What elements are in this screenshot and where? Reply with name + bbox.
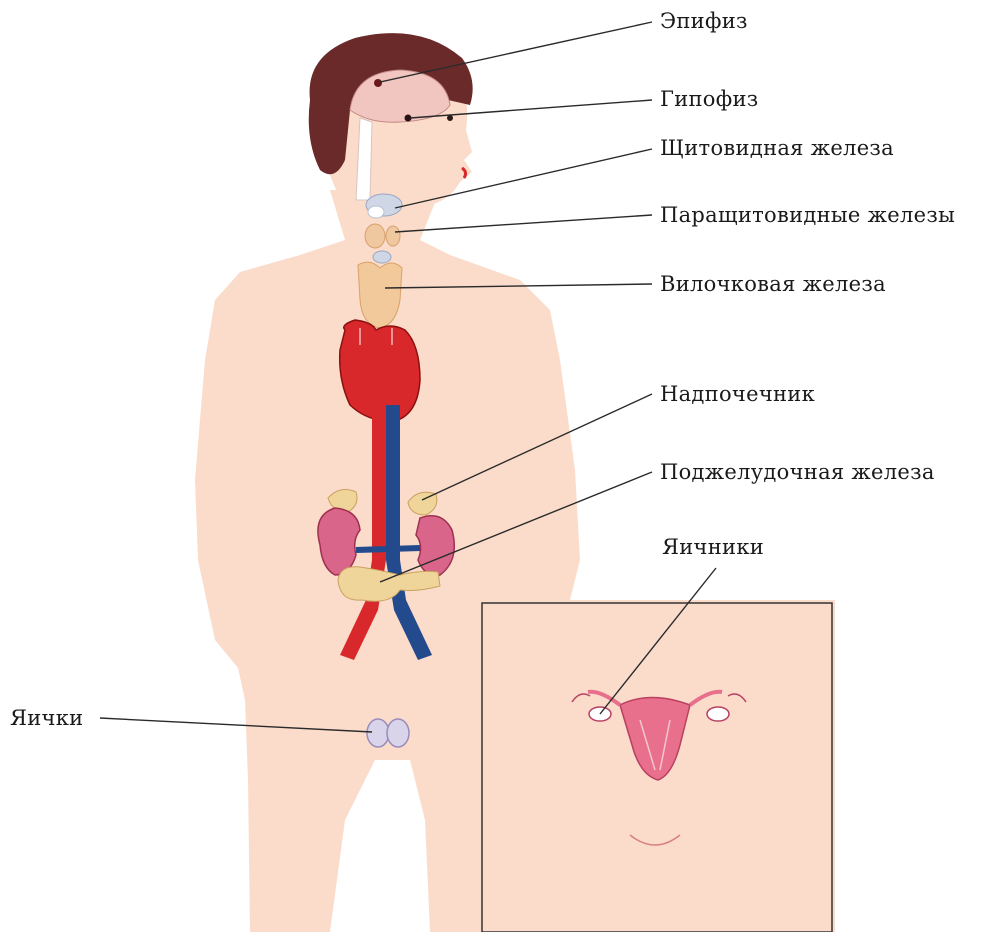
epiphysis-point: [374, 79, 382, 87]
renal-veins: [356, 548, 420, 550]
label-epiphysis: Эпифиз: [660, 11, 748, 32]
head: [309, 33, 473, 215]
trachea-ring: [373, 251, 391, 263]
label-testes: Яички: [10, 708, 83, 729]
label-pancreas: Поджелудочная железа: [660, 462, 935, 483]
label-thymus: Вилочковая железа: [660, 274, 886, 295]
parathyroid-glands: [365, 224, 400, 248]
label-thyroid: Щитовидная железа: [660, 138, 894, 159]
leader-parathyroid: [395, 215, 652, 232]
label-pituitary: Гипофиз: [660, 89, 759, 110]
eye: [447, 115, 453, 121]
body-silhouette: [195, 190, 835, 932]
label-ovaries: Яичники: [662, 537, 764, 558]
label-parathyroid: Паращитовидные железы: [660, 205, 955, 226]
label-adrenal: Надпочечник: [660, 384, 815, 405]
